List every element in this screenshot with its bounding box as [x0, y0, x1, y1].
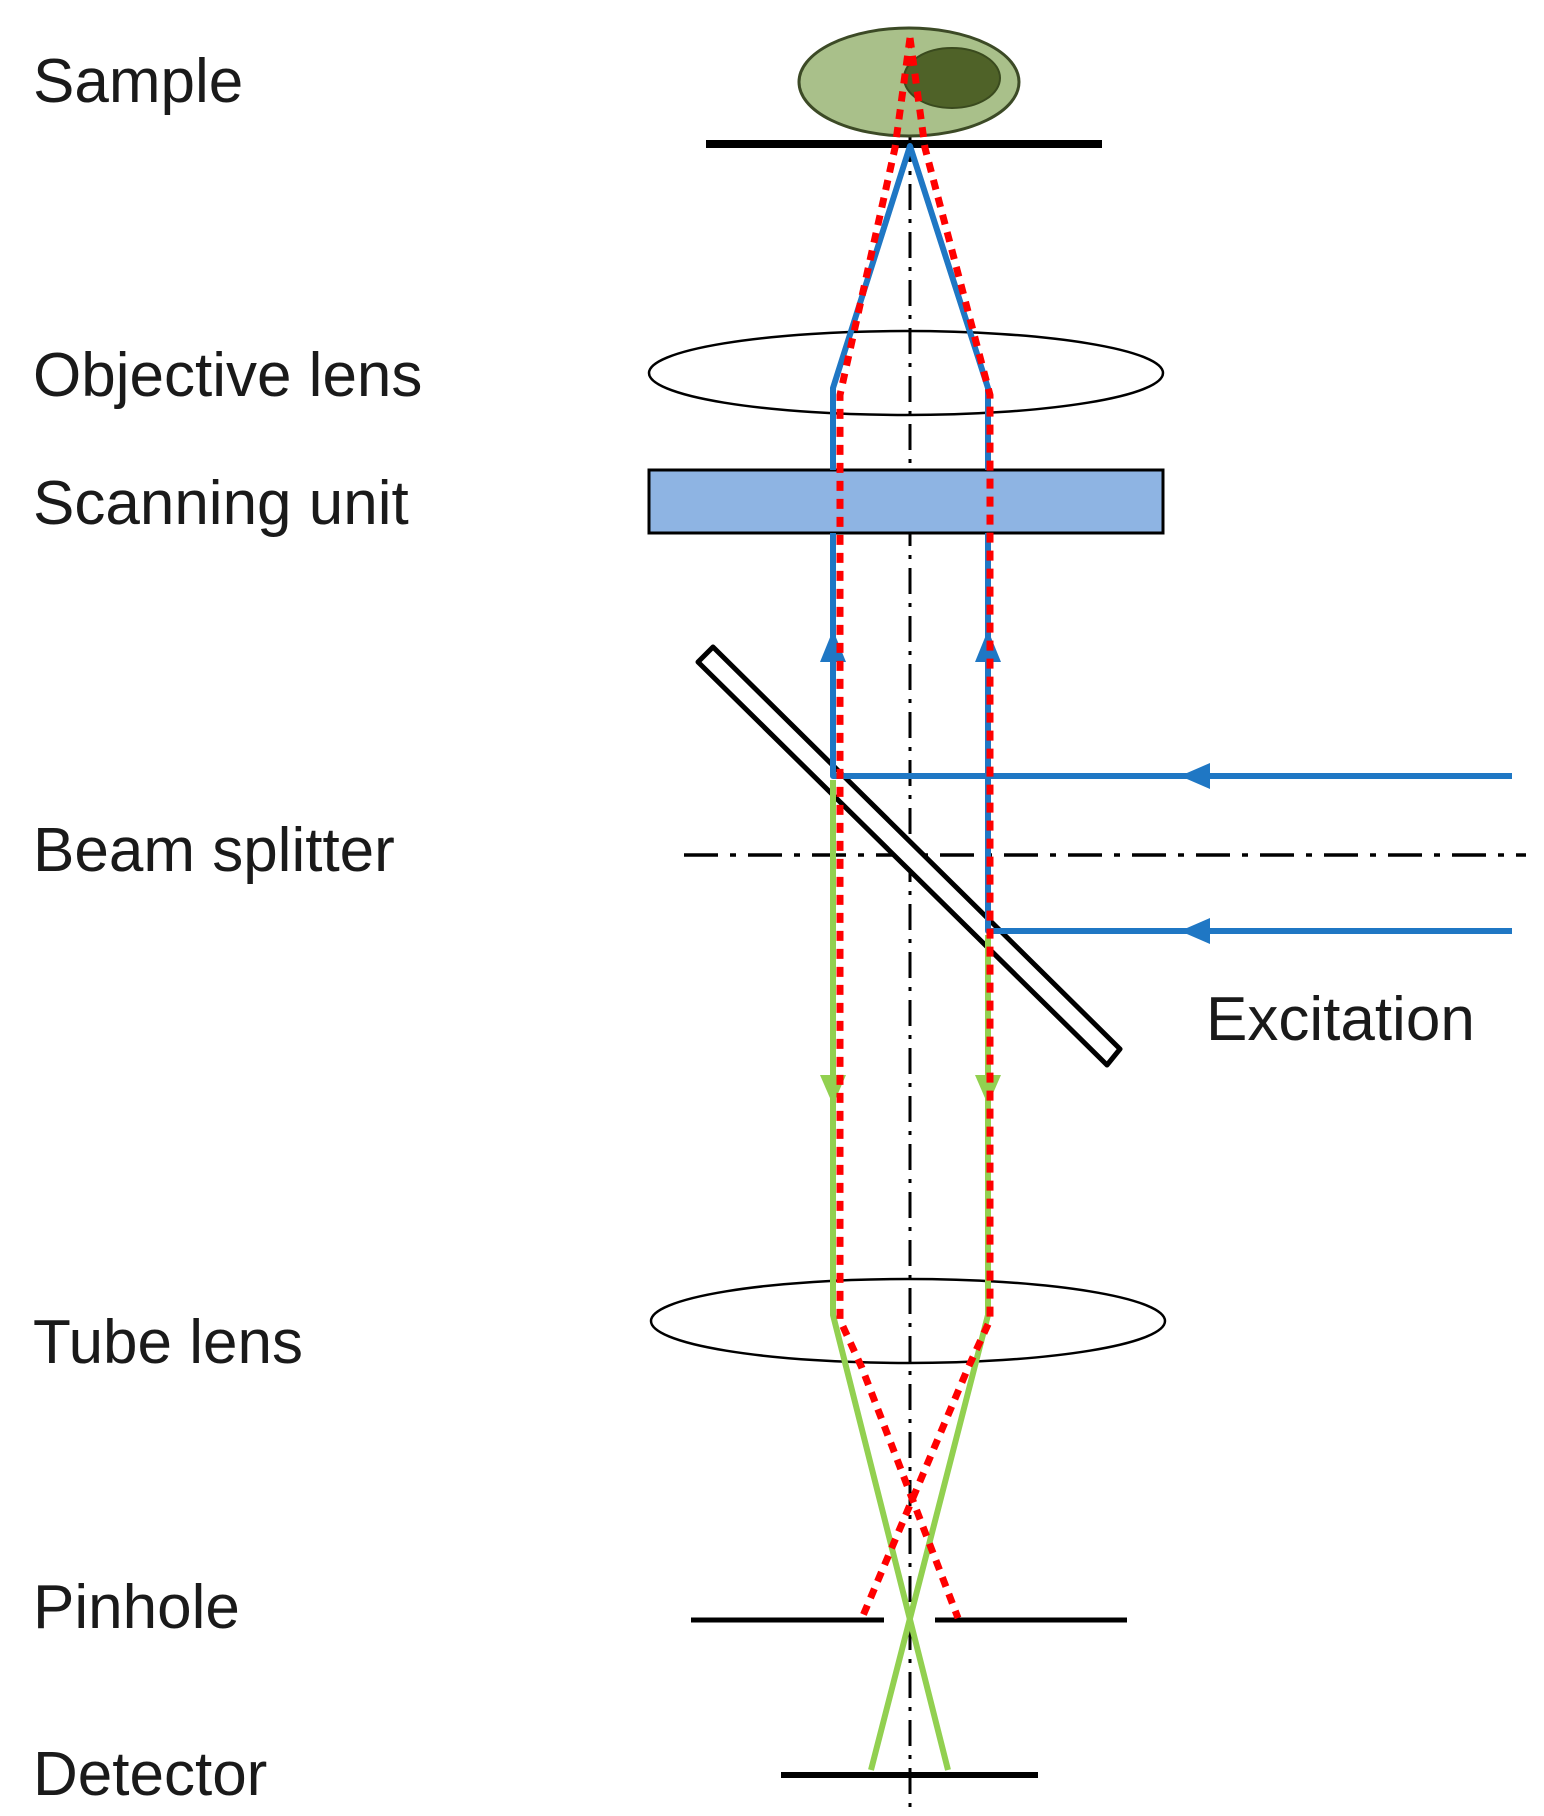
emission-arrow-right: [975, 1075, 1001, 1105]
objective-lens: [647, 329, 1165, 417]
beam-splitter: [695, 644, 1123, 1068]
label-objective-lens: Objective lens: [33, 341, 422, 410]
out-of-focus-beam: [836, 37, 994, 1620]
label-pinhole: Pinhole: [33, 1573, 240, 1642]
label-sample: Sample: [33, 47, 243, 116]
label-beam-splitter: Beam splitter: [33, 816, 395, 885]
excitation-beam-lower: [985, 533, 1512, 934]
excitation-arrow-lower-horizontal: [1180, 918, 1210, 944]
scanning-unit: [647, 468, 1165, 535]
out-of-focus-beam-left: [836, 37, 962, 1620]
excitation-beam-upper: [830, 533, 1512, 779]
excitation-arrow-upper-horizontal: [1180, 763, 1210, 789]
label-excitation: Excitation: [1206, 985, 1475, 1054]
emission-beam-right: [868, 935, 991, 1771]
label-tube-lens: Tube lens: [33, 1308, 303, 1377]
label-detector: Detector: [33, 1740, 267, 1809]
excitation-arrow-left-up: [820, 630, 846, 662]
excitation-beam: [820, 143, 1512, 944]
tube-lens: [649, 1277, 1167, 1365]
label-scanning-unit: Scanning unit: [33, 469, 409, 538]
sample-cell: [797, 26, 1021, 138]
out-of-focus-beam-right: [858, 37, 994, 1620]
